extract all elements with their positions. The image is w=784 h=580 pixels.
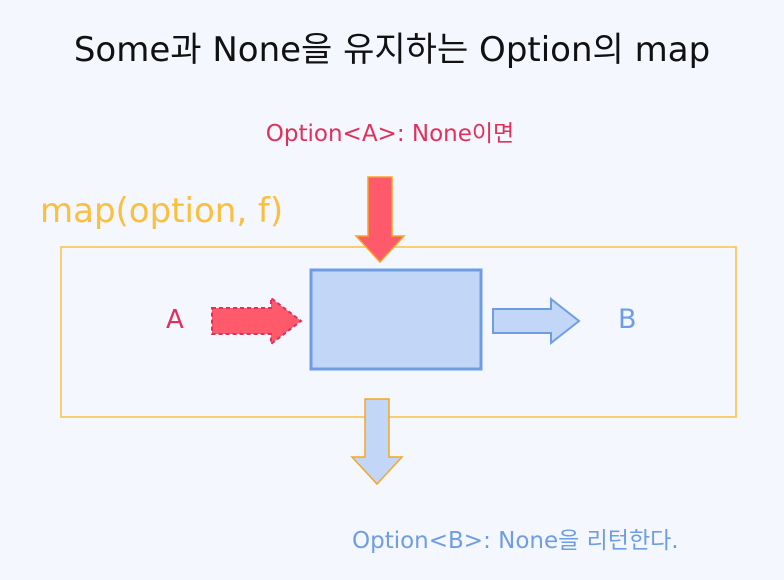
input-a-arrow [211, 295, 303, 347]
output-none-note: Option<B>: None을 리턴한다. [352, 528, 679, 554]
page-title: Some과 None을 유지하는 Option의 map [73, 30, 711, 70]
output-b-arrow [492, 296, 581, 346]
input-type-label: A [166, 305, 184, 335]
function-f-box [309, 268, 483, 371]
output-type-label: B [618, 304, 637, 335]
map-function-label: map(option, f) [40, 191, 284, 231]
none-input-arrow [354, 176, 406, 264]
input-none-note: Option<A>: None이면 [265, 121, 515, 147]
map-function-frame [60, 246, 737, 418]
none-output-arrow [350, 398, 404, 486]
